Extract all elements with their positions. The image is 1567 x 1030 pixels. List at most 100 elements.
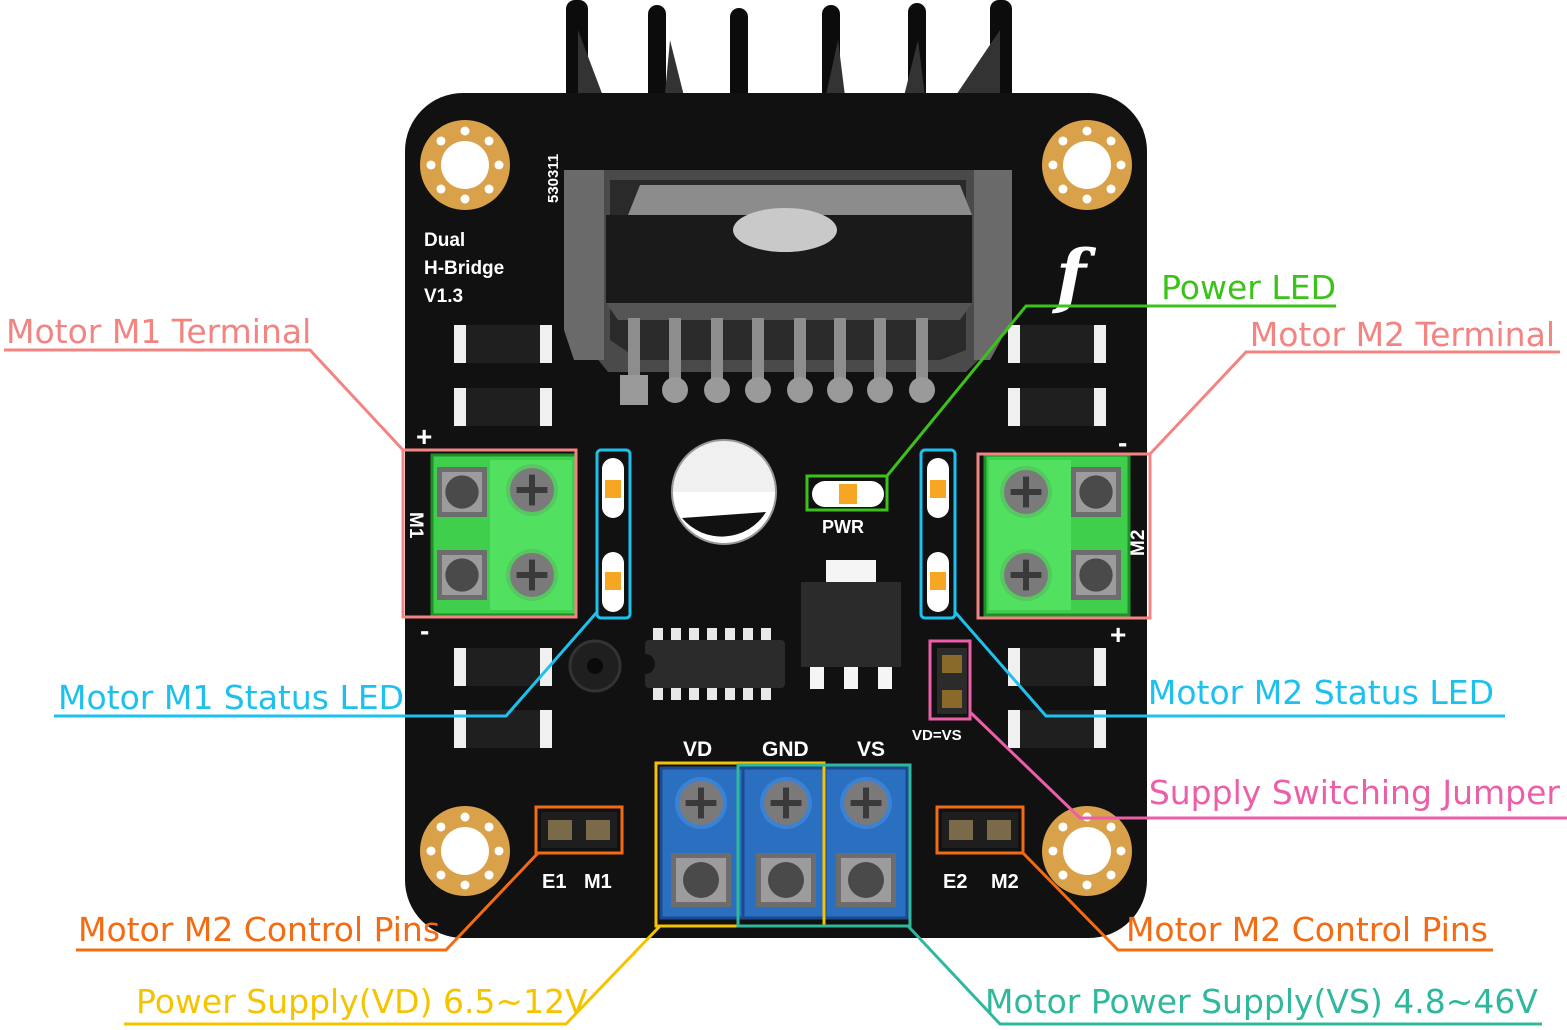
mounting-hole-via — [484, 136, 494, 146]
mounting-hole-via — [436, 184, 446, 194]
diode-body — [466, 388, 540, 426]
jumper-highlight — [928, 639, 972, 721]
voltage-regulator — [801, 560, 901, 689]
mounting-hole-center — [441, 827, 489, 875]
gnd-label: GND — [762, 738, 809, 761]
callout-motor-m2-terminal: Motor M2 Terminal — [1250, 315, 1555, 354]
mounting-hole-via — [436, 870, 446, 880]
chip-leg — [752, 318, 764, 386]
serial-number: 530311 — [545, 154, 562, 203]
board-name-line2: H-Bridge — [424, 258, 504, 279]
mounting-hole-via — [1082, 880, 1092, 890]
leader-vs — [906, 924, 1542, 1026]
m2-status-leds — [927, 458, 949, 612]
pwr-label: PWR — [822, 517, 864, 537]
plus-m1: + — [416, 421, 432, 452]
chip-pad — [827, 377, 853, 403]
mounting-hole-via — [460, 194, 470, 204]
mounting-hole-via — [1106, 136, 1116, 146]
ic-pin — [707, 628, 717, 640]
ic-pin — [689, 688, 699, 700]
ic-pin — [761, 688, 771, 700]
leader-left-pins — [76, 851, 540, 952]
chip-leg — [794, 318, 806, 386]
vs-label: VS — [857, 738, 885, 761]
supply-jumper — [937, 648, 967, 714]
m1-terminal-highlight — [401, 448, 578, 619]
chip-pad — [620, 375, 648, 405]
callout-motor-m2-status-led: Motor M2 Status LED — [1148, 673, 1494, 712]
leader-m1-led — [54, 611, 599, 718]
callout-power-led: Power LED — [1161, 268, 1336, 307]
callout-power-supply-vd: Power Supply(VD) 6.5~12V — [136, 982, 588, 1021]
vd-label: VD — [683, 738, 712, 761]
diode-body — [1020, 388, 1094, 426]
e1-label: E1 — [542, 871, 566, 893]
diode-body — [466, 325, 540, 363]
wire-clamp-hole — [1079, 558, 1113, 592]
power-led — [812, 481, 884, 507]
mounting-hole-via — [436, 822, 446, 832]
callout-motor-m1-status-led: Motor M1 Status LED — [58, 678, 404, 717]
m2-pin-label: M2 — [991, 871, 1019, 893]
wire-clamp-hole — [768, 862, 804, 898]
mounting-hole-via — [484, 822, 494, 832]
leader-jumper — [968, 710, 1567, 820]
screw-slot — [1023, 559, 1029, 591]
callout-motor-power-supply-vs: Motor Power Supply(VS) 4.8~46V — [985, 982, 1538, 1021]
board-name-line1: Dual — [424, 230, 465, 251]
leader-right-pins — [1021, 851, 1493, 952]
chip-pad — [787, 377, 813, 403]
leader-m2-led — [953, 611, 1505, 718]
board-name-line3: V1.3 — [424, 286, 463, 307]
mounting-hole-via — [494, 846, 504, 856]
screw-slot — [529, 474, 535, 506]
callout-motor-m1-terminal: Motor M1 Terminal — [6, 312, 311, 351]
chip-legs — [620, 318, 935, 405]
chip-pad — [662, 377, 688, 403]
diode-body — [466, 648, 540, 686]
chip-leg — [874, 318, 886, 386]
m2-label: M2 — [1128, 530, 1149, 556]
screw-slot — [529, 559, 535, 591]
wire-clamp-hole — [1079, 475, 1113, 509]
mounting-hole-via — [1106, 822, 1116, 832]
chip-pad — [909, 377, 935, 403]
mounting-hole-via — [494, 160, 504, 170]
mounting-hole-via — [1116, 846, 1126, 856]
callout-supply-switching-jumper: Supply Switching Jumper — [1149, 773, 1561, 812]
terminal-screws — [437, 464, 1121, 907]
leader-power-led — [885, 304, 1336, 477]
chip-leg — [669, 318, 681, 386]
gnd-vs-highlight — [736, 763, 912, 928]
m2-led-highlight — [919, 448, 957, 620]
minus-m2: - — [1118, 427, 1127, 458]
mounting-hole-center — [1063, 141, 1111, 189]
leader-vd — [124, 924, 662, 1026]
leader-m1-terminal — [4, 348, 405, 452]
screw-slot — [783, 787, 789, 819]
wire-clamp-hole — [683, 862, 719, 898]
chip-leg — [628, 318, 640, 386]
wire-clamp-hole — [445, 475, 479, 509]
mounting-hole-via — [460, 812, 470, 822]
mounting-hole-via — [460, 880, 470, 890]
chip-pad — [867, 377, 893, 403]
chip-leg — [916, 318, 928, 386]
mounting-hole-center — [1063, 827, 1111, 875]
mounting-holes — [420, 120, 1132, 896]
callout-right-control-pins: Motor M2 Control Pins — [1126, 910, 1488, 949]
small-mount — [568, 639, 622, 693]
diode-body — [1020, 648, 1094, 686]
mounting-hole-via — [1058, 136, 1068, 146]
m1-pin-label: M1 — [584, 871, 612, 893]
ic-pin — [653, 628, 663, 640]
capacitor — [671, 439, 777, 545]
mounting-hole-via — [1106, 870, 1116, 880]
ic-pin — [761, 628, 771, 640]
right-pins-highlight — [935, 805, 1025, 855]
m1-status-leds — [602, 458, 624, 612]
screw-slot — [698, 787, 704, 819]
logic-ic — [645, 628, 785, 700]
